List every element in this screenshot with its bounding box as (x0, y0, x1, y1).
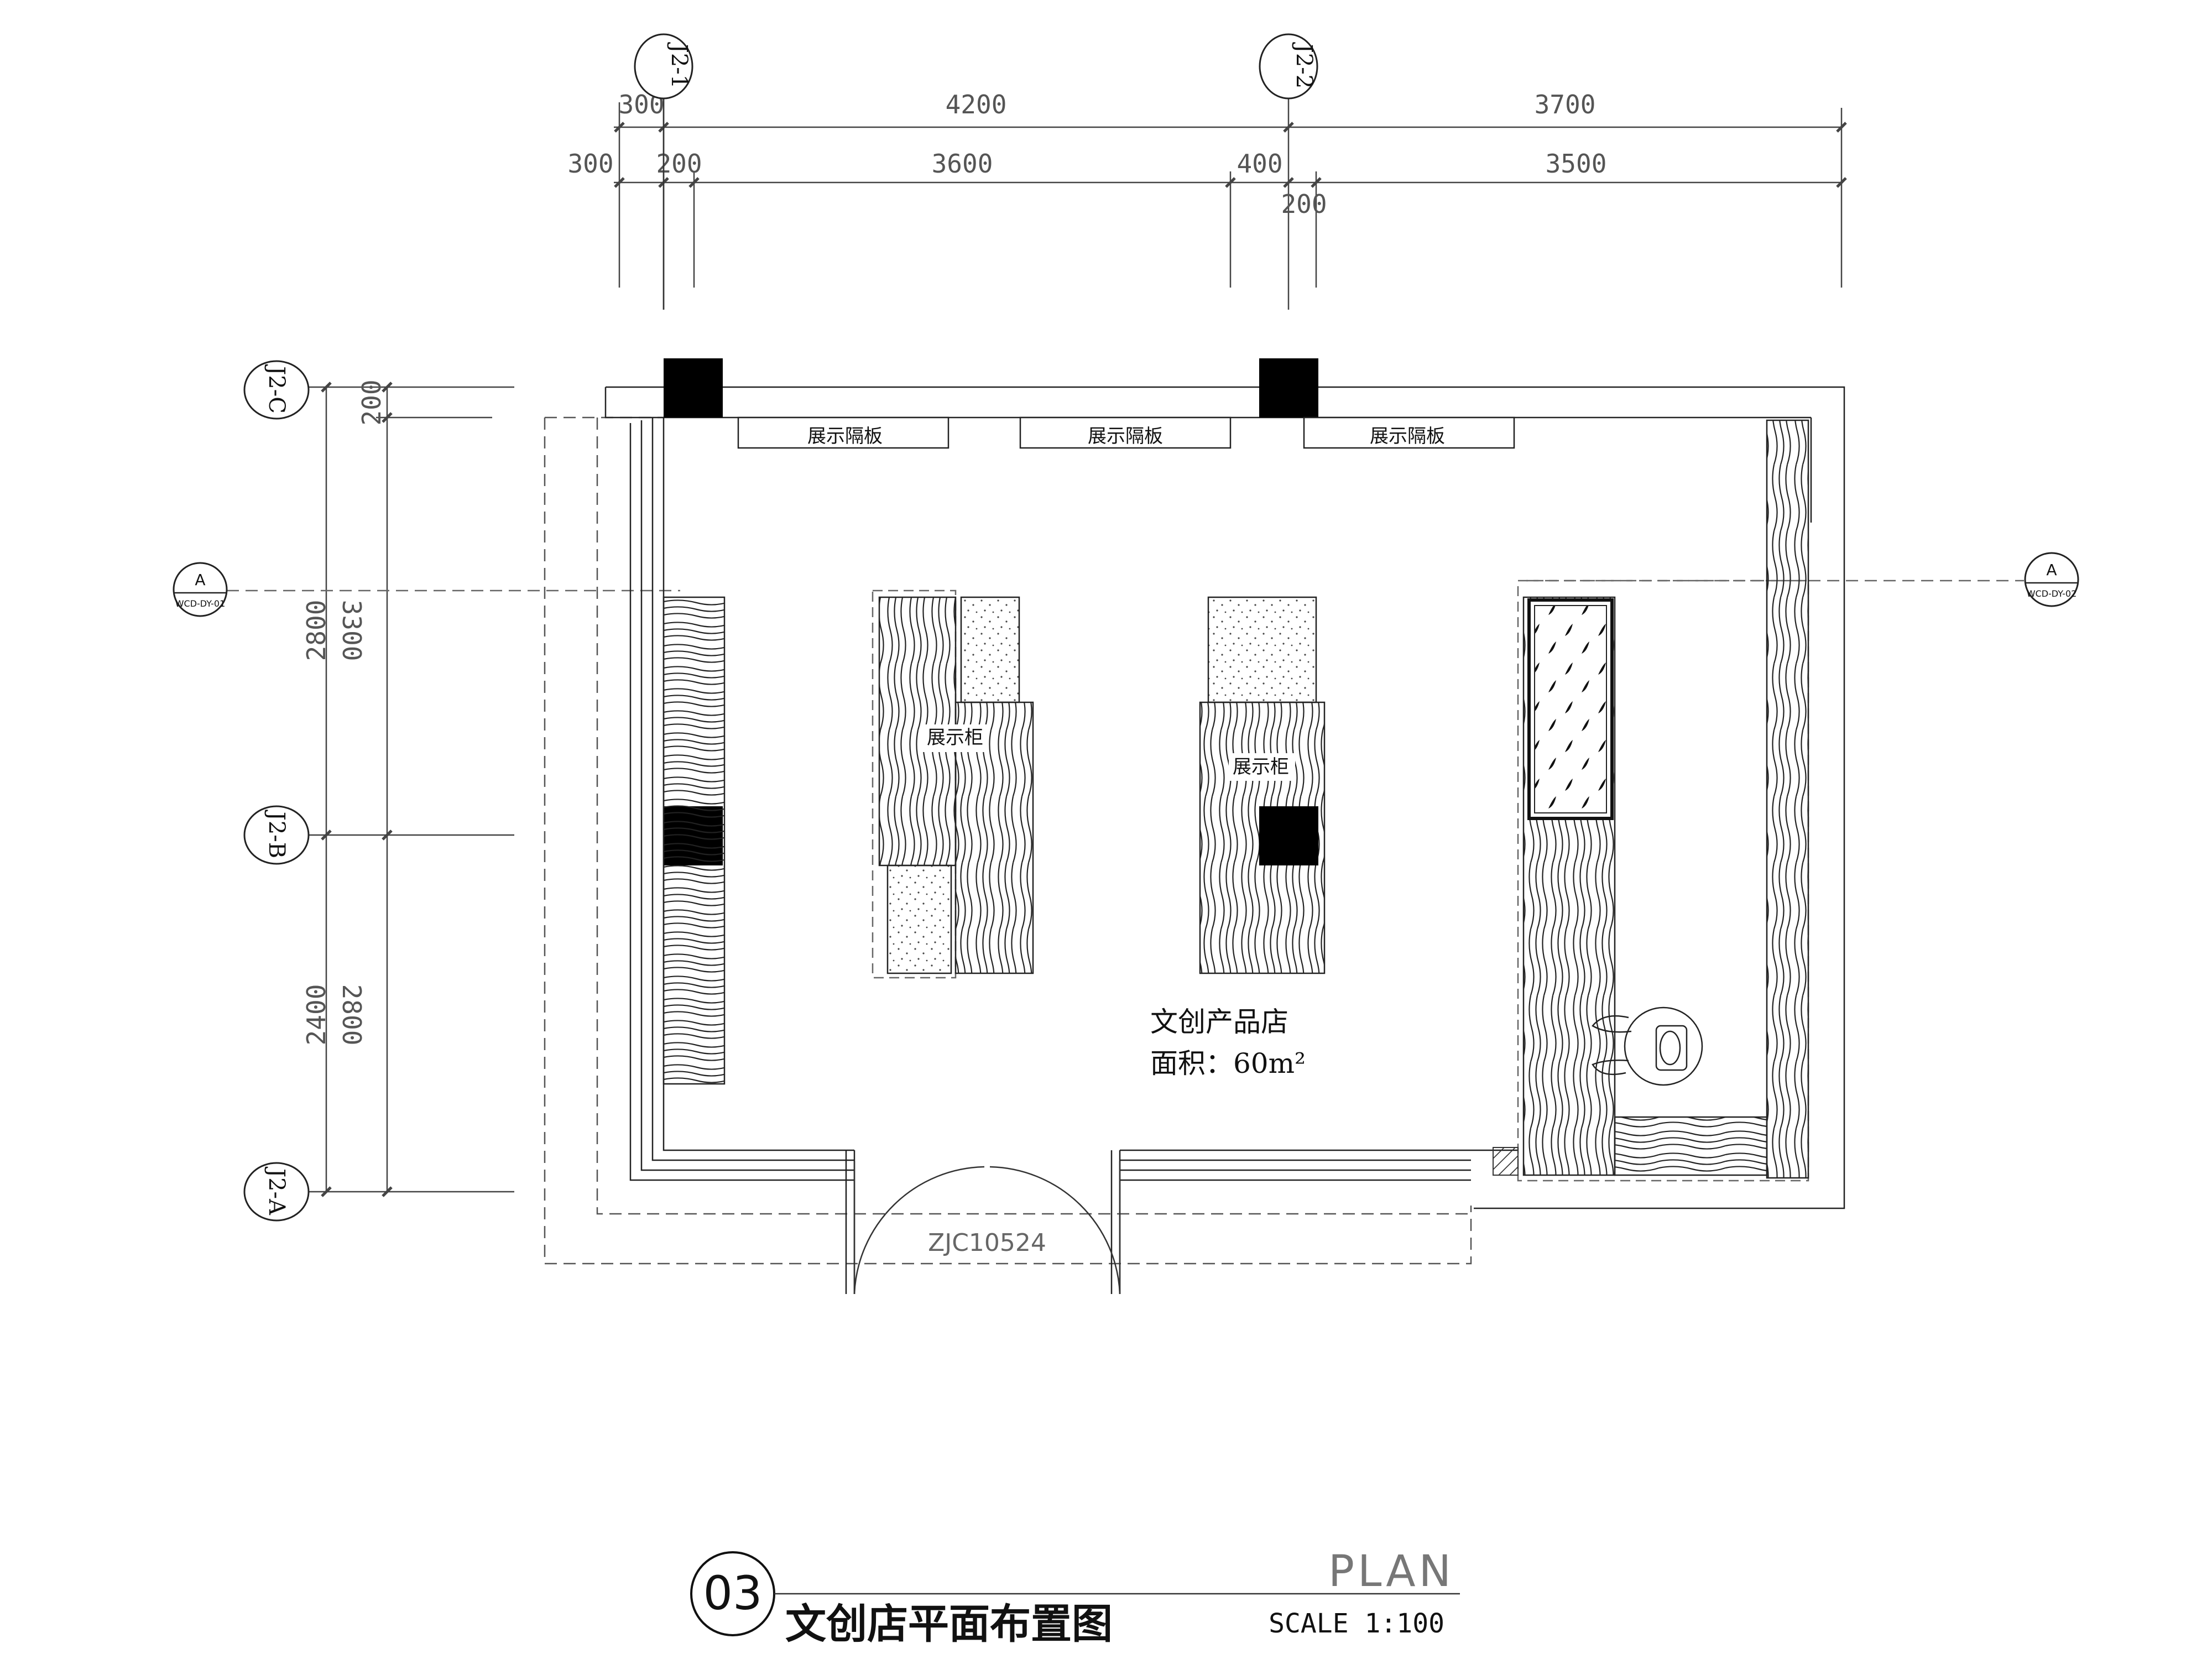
section-marker-right: A WCD-DY-02 (2024, 552, 2079, 607)
section-marker-left: A WCD-DY-01 (173, 562, 228, 617)
grid-label-j2-2: J2-2 (1291, 42, 1317, 88)
counter-return (1614, 1116, 1768, 1176)
column-top-left (664, 358, 723, 418)
dim-left-2800b: 2800 (337, 984, 367, 1046)
display-shelves (737, 416, 1515, 449)
top-dimensions (614, 88, 1847, 310)
drawing-scale: SCALE 1:100 (1269, 1608, 1444, 1639)
dim-top-3700: 3700 (1535, 90, 1596, 119)
grid-label-j2-1: J2-1 (666, 42, 692, 88)
left-wall-cabinet (662, 596, 726, 1085)
display-cabinet-1: 展示柜 (872, 589, 1034, 979)
grid-bubble-j2-2: J2-2 (1259, 33, 1318, 100)
section-marker-left-ref: WCD-DY-01 (175, 598, 226, 609)
dim-left-200: 200 (357, 379, 387, 425)
section-marker-right-ref: WCD-DY-02 (2027, 588, 2077, 599)
display-shelf-labels: 展示隔板 展示隔板 展示隔板 (807, 425, 1445, 447)
plan-word: PLAN (1328, 1547, 1454, 1597)
shop-area: 面积：60m² (1150, 1047, 1306, 1079)
display-shelf-3 (1303, 416, 1515, 449)
shop-name: 文创产品店 (1150, 1006, 1288, 1038)
display-shelf-1 (737, 416, 950, 449)
display-cabinet-2: 展示柜 (1199, 596, 1326, 974)
grid-bubble-j2-b: J2-B (243, 805, 310, 865)
grid-bubble-j2-a: J2-A (243, 1162, 310, 1222)
grid-label-j2-b: J2-B (264, 810, 289, 858)
column-top-middle (1259, 358, 1318, 418)
display-shelf-label-3: 展示隔板 (1370, 425, 1445, 447)
drawing-number: 03 (703, 1566, 763, 1620)
display-shelf-2 (1019, 416, 1232, 449)
dim-left-2800: 2800 (301, 600, 331, 661)
door-code: ZJC10524 (928, 1229, 1046, 1257)
grid-label-j2-c: J2-C (264, 364, 289, 414)
display-shelf-label-1: 展示隔板 (807, 425, 883, 447)
grid-label-j2-a: J2-A (264, 1166, 289, 1215)
right-counter-area (1493, 419, 1809, 1182)
section-marker-left-letter: A (195, 571, 205, 589)
dim-top2-300: 300 (567, 149, 613, 179)
dim-left-2400: 2400 (301, 984, 331, 1046)
dim-top2-3600: 3600 (932, 149, 993, 179)
room-label: 文创产品店 面积：60m² (1150, 1006, 1306, 1079)
left-dimension-texts: 3300 2800 2800 2400 200 (301, 379, 387, 1045)
grid-bubble-j2-1: J2-1 (634, 33, 693, 310)
dim-top2-200-below: 200 (1281, 189, 1327, 219)
display-cabinet-1-label: 展示柜 (927, 727, 983, 749)
display-shelf-label-2: 展示隔板 (1088, 425, 1163, 447)
grid-bubble-j2-c: J2-C (243, 360, 310, 420)
left-dimensions (307, 382, 514, 1197)
dim-top2-400: 400 (1237, 149, 1282, 179)
section-line-a (227, 580, 2024, 592)
title-block: 03 文创店平面布置图 PLAN SCALE 1:100 (690, 1547, 1460, 1648)
entrance-double-door[interactable] (853, 1161, 1121, 1295)
dim-left-3300: 3300 (337, 600, 367, 661)
dim-top2-3500: 3500 (1546, 149, 1607, 179)
display-cabinet-2-label: 展示柜 (1233, 756, 1289, 778)
section-marker-right-letter: A (2046, 561, 2057, 579)
chair-person-symbol (1592, 1006, 1703, 1086)
right-wall-cabinet (1766, 419, 1809, 1179)
drawing-title: 文创店平面布置图 (785, 1600, 1113, 1648)
top-dimension-texts: 300 4200 3700 300 200 3600 400 3500 200 (567, 90, 1606, 219)
dim-top-4200: 4200 (946, 90, 1007, 119)
